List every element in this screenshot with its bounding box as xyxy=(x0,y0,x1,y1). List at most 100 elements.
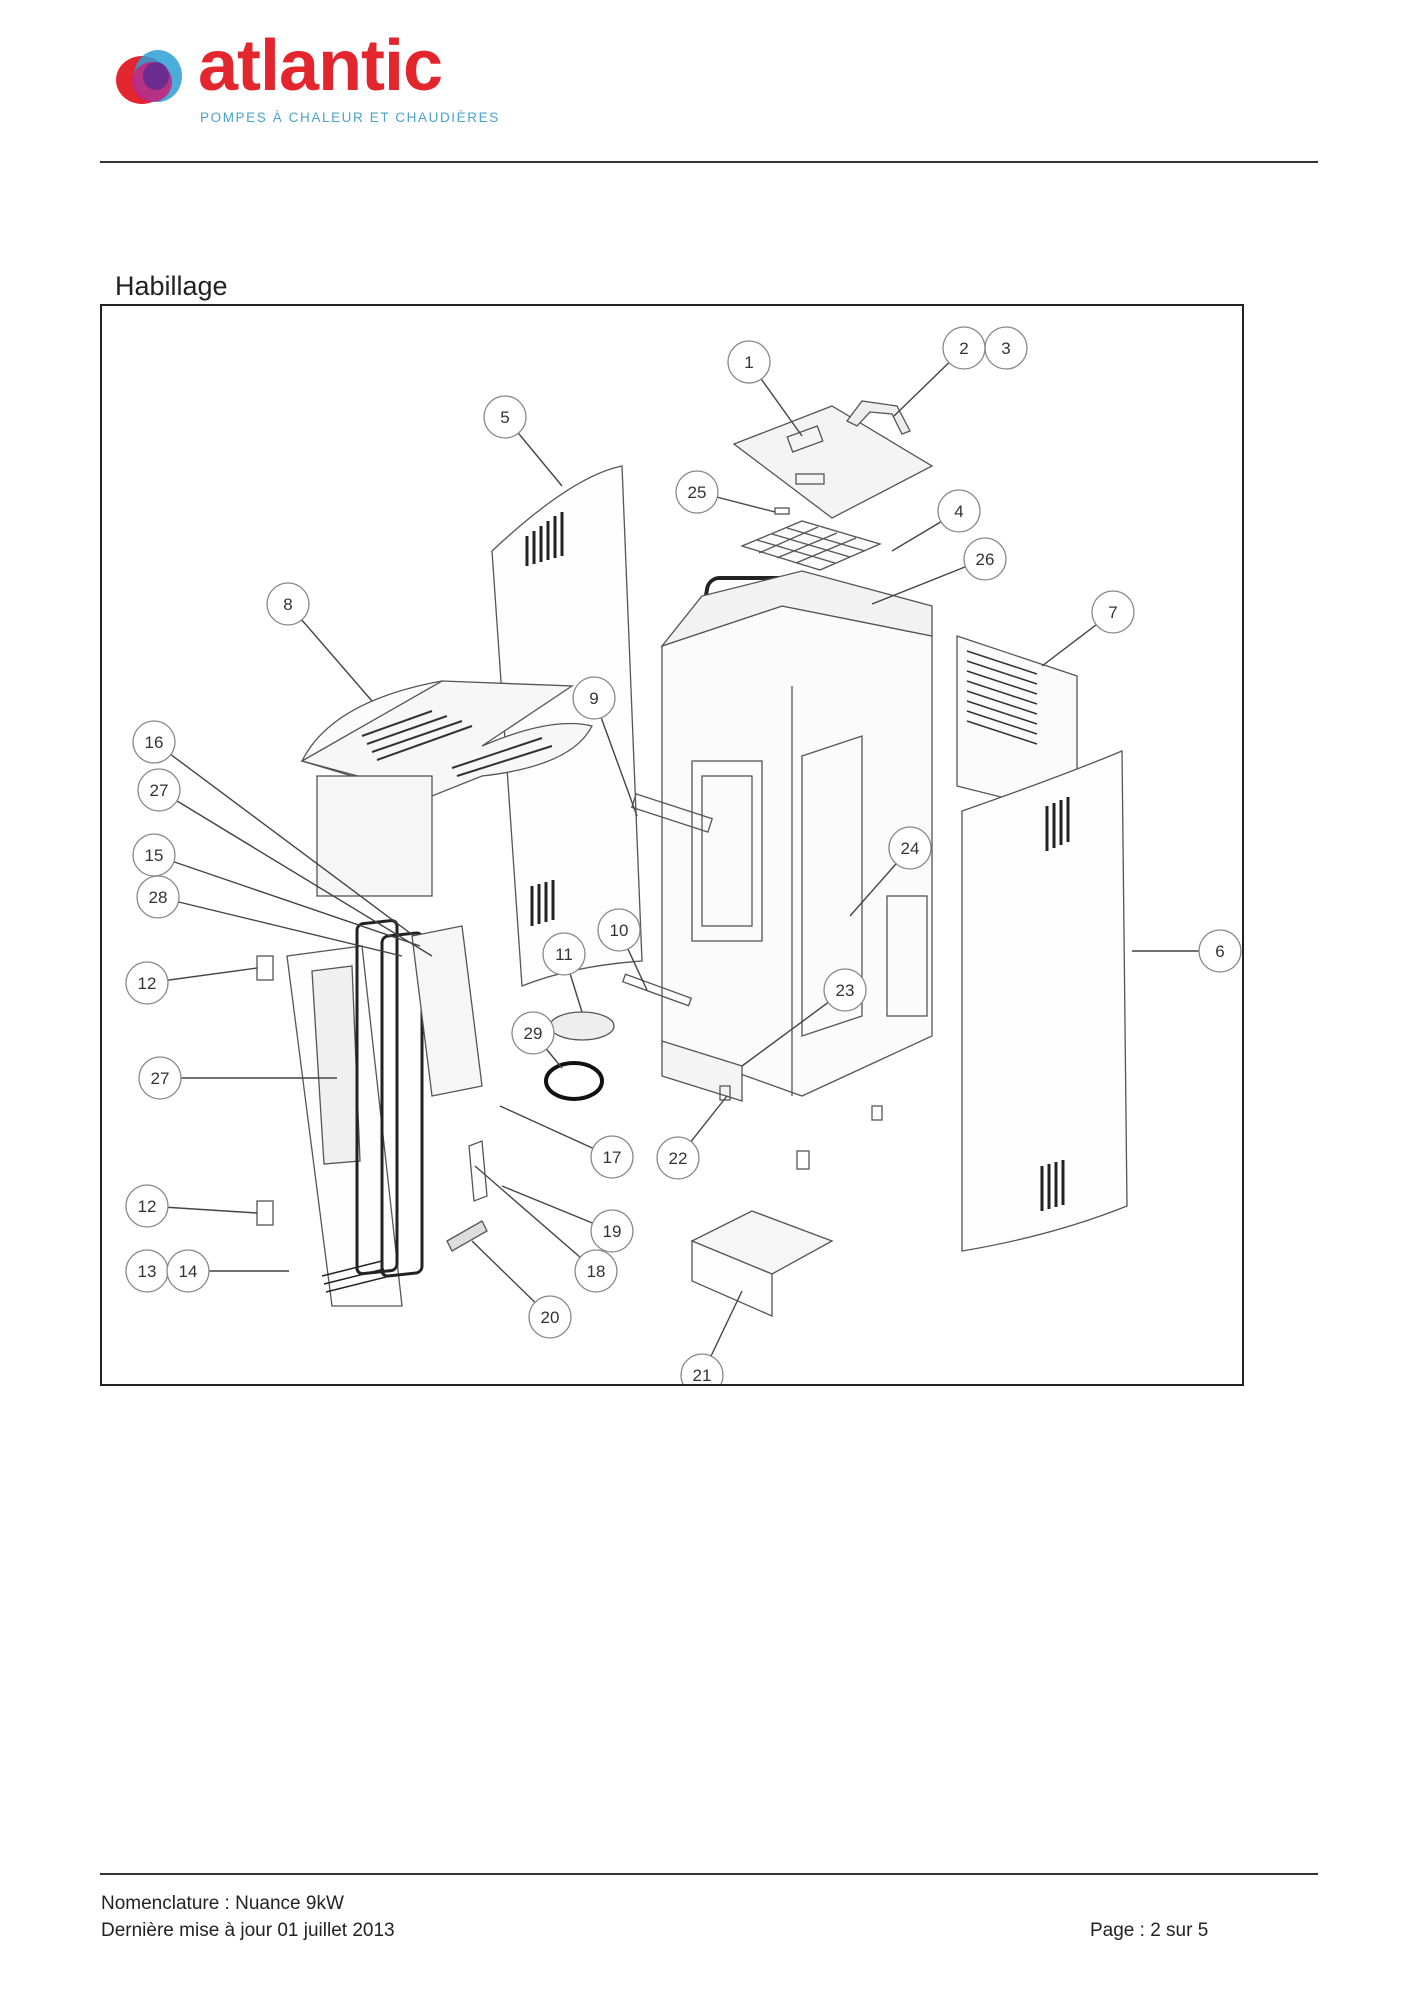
callout-number: 16 xyxy=(145,733,164,752)
part-foot-bolt xyxy=(796,1150,810,1170)
callout-bubble xyxy=(125,1184,169,1228)
part-hinge-top xyxy=(256,955,274,981)
part-door xyxy=(286,945,403,1307)
callout-bubble xyxy=(542,932,586,976)
part-glass-frame xyxy=(411,925,483,1097)
callout-bubble xyxy=(823,968,867,1012)
callout-number: 22 xyxy=(669,1149,688,1168)
callout-number: 14 xyxy=(179,1262,198,1281)
callout-number: 9 xyxy=(589,689,598,708)
callout-number: 10 xyxy=(610,921,629,940)
part-rear-panel xyxy=(956,635,1078,817)
callout-bubble xyxy=(137,768,181,812)
callout-number: 25 xyxy=(688,483,707,502)
callout-bubble xyxy=(574,1249,618,1293)
footer-rule xyxy=(100,1873,1318,1875)
header-rule xyxy=(100,161,1318,163)
callout-bubble xyxy=(166,1249,210,1293)
callout-number: 7 xyxy=(1108,603,1117,622)
callout-leader-line xyxy=(158,789,433,957)
callout-bubble xyxy=(1198,929,1242,973)
callout-bubble xyxy=(680,1353,724,1384)
part-stove-body xyxy=(660,570,933,1097)
part-rail-upper xyxy=(630,793,714,833)
part-grid xyxy=(740,520,882,571)
part-pot-gasket xyxy=(544,1061,604,1101)
callout-number: 6 xyxy=(1215,942,1224,961)
callout-number: 4 xyxy=(954,502,963,521)
callout-number: 5 xyxy=(500,408,509,427)
callout-number: 13 xyxy=(138,1262,157,1281)
callout-bubble xyxy=(963,537,1007,581)
logo-swirl-icon xyxy=(116,50,182,104)
callout-bubble xyxy=(138,1056,182,1100)
part-foot xyxy=(871,1105,883,1121)
part-top-cover xyxy=(732,405,934,519)
callout-number: 15 xyxy=(145,846,164,865)
callout-number: 1 xyxy=(744,353,753,372)
callout-bubble xyxy=(511,1011,555,1055)
footer-page-number: Page : 2 sur 5 xyxy=(1090,1920,1209,1941)
callout-bubble xyxy=(483,395,527,439)
part-rail-lower xyxy=(621,973,693,1007)
callout-number: 27 xyxy=(151,1069,170,1088)
footer-update-date: Dernière mise à jour 01 juillet 2013 xyxy=(101,1920,395,1941)
callout-number: 11 xyxy=(555,945,573,964)
part-ash-drawer xyxy=(690,1210,834,1317)
callout-number: 12 xyxy=(138,1197,157,1216)
callout-bubble xyxy=(675,470,719,514)
part-handle-grip xyxy=(446,1220,488,1252)
callout-number: 24 xyxy=(901,839,920,858)
callout-leader-line xyxy=(153,854,421,947)
callout-bubble xyxy=(984,326,1028,370)
callout-bubble xyxy=(266,582,310,626)
brand-name: atlantic xyxy=(198,26,443,106)
callout-leader-line xyxy=(153,741,415,937)
brand-tagline: POMPES À CHALEUR ET CHAUDIÈRES xyxy=(200,110,500,125)
callout-bubble xyxy=(727,340,771,384)
callout-bubble xyxy=(572,676,616,720)
callout-number: 18 xyxy=(587,1262,606,1281)
callout-number: 27 xyxy=(150,781,169,800)
atlantic-logo: atlantic POMPES À CHALEUR ET CHAUDIÈRES xyxy=(112,30,498,136)
callout-bubble xyxy=(590,1135,634,1179)
callout-number: 17 xyxy=(603,1148,622,1167)
callout-bubble xyxy=(937,489,981,533)
callout-number: 28 xyxy=(149,888,168,907)
callout-bubble xyxy=(888,826,932,870)
callout-number: 12 xyxy=(138,974,157,993)
part-door-lever xyxy=(468,1140,488,1202)
section-title: Habillage xyxy=(115,271,228,301)
callout-number: 29 xyxy=(524,1024,543,1043)
callout-number: 26 xyxy=(976,550,995,569)
callout-bubble xyxy=(656,1136,700,1180)
part-hinge-bottom xyxy=(256,1200,274,1226)
callout-leader-line xyxy=(157,896,403,957)
part-foot xyxy=(719,1085,731,1101)
callout-number: 2 xyxy=(959,339,968,358)
callout-bubble xyxy=(590,1209,634,1253)
callout-number: 8 xyxy=(283,595,292,614)
callout-number: 21 xyxy=(693,1366,712,1384)
callout-number: 23 xyxy=(836,981,855,1000)
callout-bubble xyxy=(1091,590,1135,634)
callout-bubble xyxy=(132,720,176,764)
part-side-panel-right xyxy=(961,750,1128,1252)
part-clip xyxy=(774,507,790,515)
exploded-parts-diagram: 1234567891011121213141516171819202122232… xyxy=(125,326,1242,1384)
part-burner-pot xyxy=(549,1011,615,1041)
part-top-grille xyxy=(300,680,593,897)
footer-nomenclature: Nomenclature : Nuance 9kW xyxy=(101,1893,344,1914)
callout-bubble xyxy=(528,1295,572,1339)
callout-leader-line xyxy=(474,1165,597,1272)
part-glass-gasket xyxy=(380,931,424,1278)
callout-bubble xyxy=(597,908,641,952)
callout-number: 3 xyxy=(1001,339,1010,358)
callout-number: 20 xyxy=(541,1308,560,1327)
callout-bubble xyxy=(125,961,169,1005)
part-handle xyxy=(846,400,911,435)
callout-number: 19 xyxy=(603,1222,622,1241)
callout-bubble xyxy=(136,875,180,919)
